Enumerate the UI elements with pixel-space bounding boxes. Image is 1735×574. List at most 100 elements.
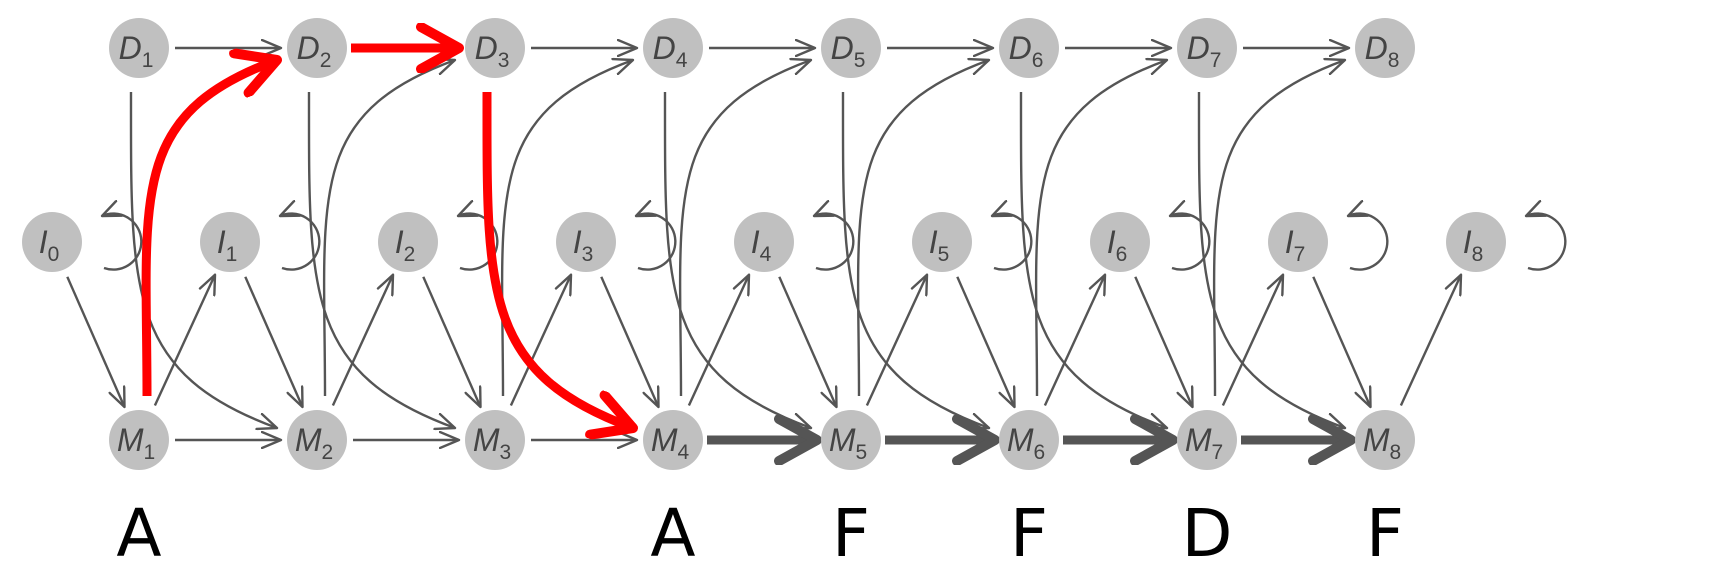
edge-I0-M1 bbox=[66, 276, 124, 407]
node-I5-label: I5 bbox=[929, 224, 950, 266]
sequence-letter-5: D bbox=[1182, 495, 1233, 572]
edge-D7-M8 bbox=[1197, 91, 1345, 428]
node-M4-label: M4 bbox=[651, 422, 690, 464]
loop-I1 bbox=[280, 214, 321, 271]
node-M7-label: M7 bbox=[1185, 422, 1223, 464]
node-M1-label: M1 bbox=[117, 422, 155, 464]
loop-I3 bbox=[636, 214, 677, 271]
node-I1-label: I1 bbox=[217, 224, 238, 266]
node-I6-circle bbox=[1090, 212, 1150, 272]
node-M7-circle bbox=[1177, 410, 1237, 470]
edge-I2-M3 bbox=[422, 276, 480, 407]
node-M2-label: M2 bbox=[295, 422, 333, 464]
edge-M5-I5 bbox=[865, 275, 927, 407]
edge-D5-M6 bbox=[841, 91, 989, 428]
sequence-letter-6: F bbox=[1366, 495, 1404, 572]
node-I5-circle bbox=[912, 212, 972, 272]
node-I3: I3 bbox=[556, 212, 616, 272]
red-edge-D3-M4 bbox=[482, 91, 633, 428]
node-D1: D1 bbox=[109, 18, 169, 78]
edges-layer bbox=[66, 48, 1567, 440]
node-M5: M5 bbox=[821, 410, 881, 470]
node-M6: M6 bbox=[999, 410, 1059, 470]
node-M3-circle bbox=[465, 410, 525, 470]
node-D2-label: D2 bbox=[297, 30, 332, 72]
loop-I5 bbox=[992, 214, 1033, 271]
node-M3-label: M3 bbox=[473, 422, 511, 464]
edge-I1-M2 bbox=[244, 276, 302, 407]
edge-D6-M7 bbox=[1019, 91, 1167, 428]
node-D1-label: D1 bbox=[119, 30, 154, 72]
node-M2-circle bbox=[287, 410, 347, 470]
node-D1-circle bbox=[109, 18, 169, 78]
edge-M3-I3 bbox=[509, 275, 571, 407]
node-M8: M8 bbox=[1355, 410, 1415, 470]
node-M5-label: M5 bbox=[829, 422, 867, 464]
node-I8-circle bbox=[1446, 212, 1506, 272]
node-D4-label: D4 bbox=[653, 30, 688, 72]
node-M3: M3 bbox=[465, 410, 525, 470]
node-D6-label: D6 bbox=[1009, 30, 1044, 72]
loop-I8 bbox=[1526, 214, 1567, 271]
sequence-letter-3: F bbox=[832, 495, 870, 572]
node-D7-circle bbox=[1177, 18, 1237, 78]
edge-I6-M7 bbox=[1134, 276, 1192, 407]
node-D5-circle bbox=[821, 18, 881, 78]
node-I0-label: I0 bbox=[39, 224, 60, 266]
node-M2: M2 bbox=[287, 410, 347, 470]
edge-M7-I7 bbox=[1221, 275, 1283, 407]
node-D5-label: D5 bbox=[831, 30, 866, 72]
edge-M1-I1 bbox=[153, 275, 215, 407]
node-D4: D4 bbox=[643, 18, 703, 78]
loop-I0 bbox=[102, 214, 143, 271]
node-M4: M4 bbox=[643, 410, 703, 470]
node-D3: D3 bbox=[465, 18, 525, 78]
node-I6-label: I6 bbox=[1107, 224, 1128, 266]
node-I2-circle bbox=[378, 212, 438, 272]
node-D2: D2 bbox=[287, 18, 347, 78]
loop-I2 bbox=[458, 214, 499, 271]
highlight-path-layer bbox=[141, 48, 1351, 440]
node-D8-circle bbox=[1355, 18, 1415, 78]
edge-D2-M3 bbox=[307, 91, 455, 428]
node-I7-label: I7 bbox=[1285, 224, 1306, 266]
edge-M2-I2 bbox=[331, 275, 393, 407]
node-I1-circle bbox=[200, 212, 260, 272]
node-I4: I4 bbox=[734, 212, 794, 272]
node-D3-circle bbox=[465, 18, 525, 78]
edge-I4-M5 bbox=[778, 276, 836, 407]
node-D8: D8 bbox=[1355, 18, 1415, 78]
loop-I7 bbox=[1348, 214, 1389, 271]
node-M1: M1 bbox=[109, 410, 169, 470]
node-M1-circle bbox=[109, 410, 169, 470]
node-M8-label: M8 bbox=[1363, 422, 1401, 464]
node-I3-circle bbox=[556, 212, 616, 272]
edge-M7-D8 bbox=[1212, 60, 1345, 397]
node-I0: I0 bbox=[22, 212, 82, 272]
node-M4-circle bbox=[643, 410, 703, 470]
node-D3-label: D3 bbox=[475, 30, 510, 72]
edge-D4-M5 bbox=[663, 91, 811, 428]
node-I1: I1 bbox=[200, 212, 260, 272]
sequence-letter-1: A bbox=[116, 495, 161, 572]
node-M8-circle bbox=[1355, 410, 1415, 470]
node-I6: I6 bbox=[1090, 212, 1150, 272]
node-D8-label: D8 bbox=[1365, 30, 1400, 72]
edge-D1-M2 bbox=[129, 91, 277, 428]
node-I0-circle bbox=[22, 212, 82, 272]
edge-I3-M4 bbox=[600, 276, 658, 407]
node-I7-circle bbox=[1268, 212, 1328, 272]
node-D7-label: D7 bbox=[1187, 30, 1222, 72]
node-I2: I2 bbox=[378, 212, 438, 272]
edge-M2-D3 bbox=[322, 60, 455, 397]
node-I4-label: I4 bbox=[751, 224, 772, 266]
red-edge-M1-D2 bbox=[141, 60, 277, 397]
edge-I5-M6 bbox=[956, 276, 1014, 407]
node-M7: M7 bbox=[1177, 410, 1237, 470]
node-I4-circle bbox=[734, 212, 794, 272]
node-I7: I7 bbox=[1268, 212, 1328, 272]
node-I3-label: I3 bbox=[573, 224, 594, 266]
